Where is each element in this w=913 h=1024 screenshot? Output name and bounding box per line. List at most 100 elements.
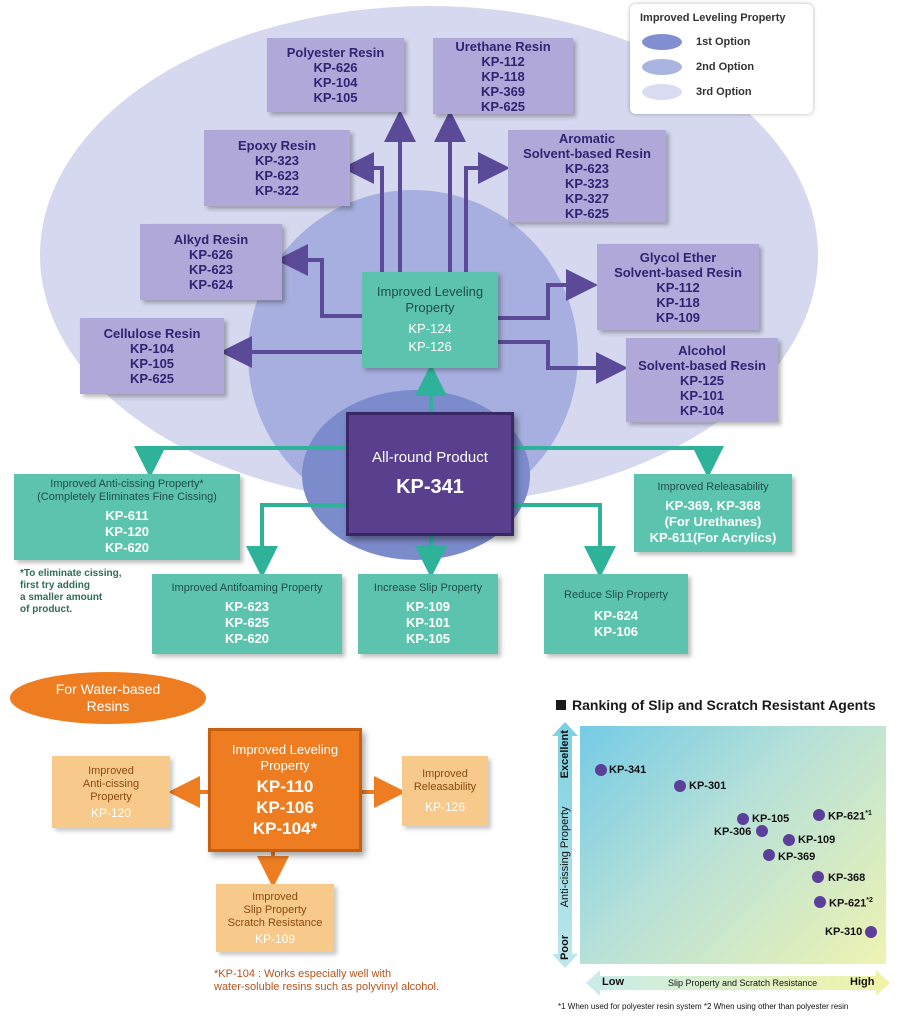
product-code: KP-112 (656, 279, 700, 295)
ranking-plot-area (580, 726, 886, 964)
box-title: Alcohol (678, 342, 726, 358)
box-title: Property (260, 757, 310, 773)
legend-swatch (642, 84, 682, 100)
water-slip-box: Improved Slip Property Scratch Resistanc… (216, 884, 334, 952)
point-kp-306 (756, 825, 768, 837)
product-code: KP-104* (252, 818, 318, 838)
product-code: KP-126 (424, 800, 466, 814)
product-code: KP-124 (408, 321, 452, 336)
water-leveling-box: Improved Leveling Property KP-110 KP-106… (208, 728, 362, 852)
product-code: KP-118 (656, 294, 700, 310)
product-code: KP-620 (104, 540, 150, 555)
point-kp-301 (674, 780, 686, 792)
product-code: KP-105 (313, 90, 358, 105)
badge-line: Resins (86, 698, 130, 714)
cissing-note: *To eliminate cissing, first try adding … (20, 568, 122, 616)
releasability-box: Improved Releasability KP-369, KP-368 (F… (634, 474, 792, 552)
legend: Improved Leveling Property 1st Option 2n… (630, 4, 813, 114)
box-title: Improved Antifoaming Property (171, 581, 323, 594)
box-title: Anti-cissing (82, 777, 140, 790)
point-label: KP-341 (609, 764, 647, 776)
point-label: KP-368 (828, 872, 866, 884)
point-kp-369 (763, 849, 775, 861)
box-title: Reduce Slip Property (564, 588, 668, 601)
badge-line: For Water-based (55, 681, 161, 697)
y-axis-high: Excellent (559, 730, 571, 779)
box-title: Solvent-based Resin (638, 357, 766, 373)
product-code: KP-611 (105, 508, 149, 523)
antifoaming-box: Improved Antifoaming Property KP-623 KP-… (152, 574, 342, 654)
product-code: KP-104 (313, 75, 358, 90)
box-title: Slip Property (243, 903, 307, 916)
point-label: KP-310 (825, 926, 863, 938)
legend-swatch (642, 59, 682, 75)
box-title: Improved Leveling (376, 284, 484, 299)
urethane-resin-box: Urethane Resin KP-112 KP-118 KP-369 KP-6… (433, 38, 573, 114)
product-code: (For Urethanes) (664, 513, 762, 529)
product-code: KP-369 (480, 83, 526, 99)
product-code: KP-109 (405, 598, 451, 614)
product-code: KP-623 (564, 161, 610, 176)
y-axis-title: Anti-cissing Property (559, 806, 571, 908)
cellulose-resin-box: Cellulose Resin KP-104 KP-105 KP-625 (80, 318, 224, 394)
note-line: *To eliminate cissing, (20, 568, 122, 579)
product-code: KP-624 (593, 607, 639, 623)
allround-product-box: All-round Product KP-341 (346, 412, 514, 536)
point-kp-368 (812, 871, 824, 883)
leveling-center-box: Improved Leveling Property KP-124 KP-126 (362, 272, 498, 368)
y-axis-label: Poor Anti-cissing Property Excellent (559, 730, 571, 960)
product-code: KP-323 (254, 153, 300, 168)
footnote-line: water-soluble resins such as polyvinyl a… (214, 981, 439, 993)
legend-item-2nd: 2nd Option (642, 59, 754, 75)
polyester-resin-box: Polyester Resin KP-626 KP-104 KP-105 (267, 38, 404, 112)
box-title: Solvent-based Resin (614, 264, 742, 280)
point-kp-621-2 (814, 896, 826, 908)
y-axis-arrow (552, 722, 578, 968)
box-title: (Completely Eliminates Fine Cissing) (37, 491, 217, 503)
legend-label: 1st Option (696, 36, 751, 48)
legend-item-3rd: 3rd Option (642, 84, 752, 100)
x-axis-low: Low (602, 976, 624, 988)
product-code: KP-112 (481, 53, 525, 69)
y-axis-low: Poor (559, 934, 571, 960)
box-title: Improved Anti-cissing Property* (50, 478, 204, 490)
product-code: KP-110 (256, 776, 314, 796)
product-code: KP-623 (188, 262, 234, 277)
point-kp-341 (595, 764, 607, 776)
square-bullet-icon (556, 700, 566, 710)
ranking-title-text: Ranking of Slip and Scratch Resistant Ag… (572, 697, 876, 713)
point-kp-621-1 (813, 809, 825, 821)
product-code: KP-104 (129, 341, 175, 356)
point-kp-105 (737, 813, 749, 825)
x-axis-high: High (850, 976, 875, 988)
box-title: Increase Slip Property (373, 581, 483, 594)
point-label: KP-301 (689, 780, 727, 792)
box-title: Improved Releasability (657, 480, 769, 493)
allround-code: KP-341 (396, 476, 464, 498)
product-code: KP-623 (254, 168, 300, 183)
legend-item-1st: 1st Option (642, 34, 750, 50)
product-code: KP-369, KP-368 (665, 497, 761, 513)
ranking-title: Ranking of Slip and Scratch Resistant Ag… (556, 697, 876, 713)
x-axis-arrow (586, 970, 890, 996)
point-label: KP-109 (798, 834, 836, 846)
x-axis-title: Slip Property and Scratch Resistance (668, 978, 818, 988)
product-code: KP-625 (224, 614, 270, 630)
box-title: Glycol Ether (639, 249, 717, 265)
box-title: Improved (422, 768, 468, 780)
point-label-kp-621-1: KP-621*1 (828, 810, 872, 823)
note-line: of product. (20, 604, 73, 615)
water-anticissing-box: Improved Anti-cissing Property KP-120 (52, 756, 170, 828)
product-code: KP-120 (104, 524, 150, 539)
point-sup: *2 (866, 897, 873, 904)
box-title: Alkyd Resin (173, 232, 249, 247)
product-code: KP-624 (188, 277, 234, 292)
product-code: KP-106 (256, 797, 314, 817)
product-code: KP-611(For Acrylics) (649, 529, 777, 545)
box-title: Property (405, 300, 455, 315)
point-sup: *1 (865, 810, 872, 817)
ranking-footnote: *1 When used for polyester resin system … (558, 1002, 849, 1011)
water-footnote: *KP-104 : Works especially well with wat… (214, 968, 439, 994)
product-code: KP-104 (679, 402, 725, 418)
product-code: KP-327 (564, 191, 610, 206)
